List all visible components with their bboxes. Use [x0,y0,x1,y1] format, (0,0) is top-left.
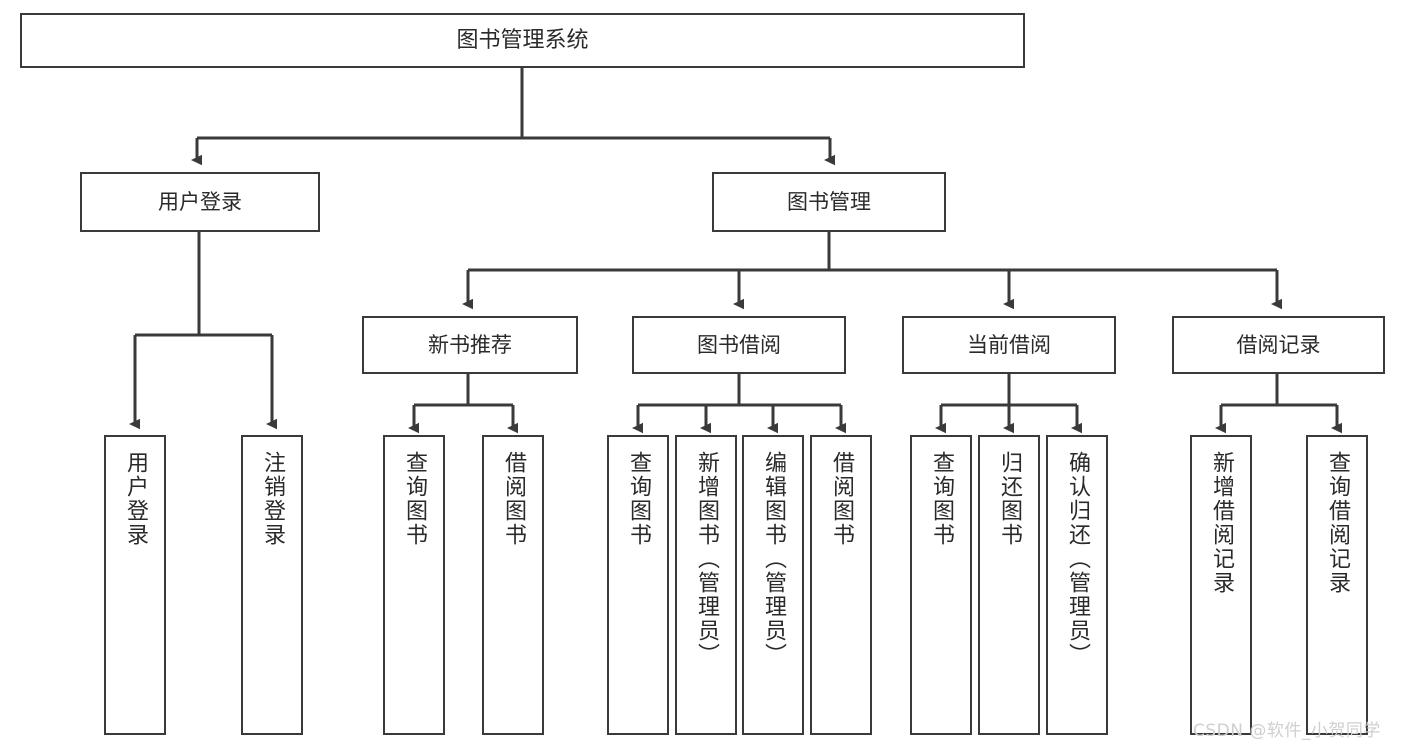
node-leaf-query-book-current[interactable]: 查询图书 [910,435,972,735]
node-label: 借阅记录 [1236,332,1321,357]
node-leaf-add-book-admin[interactable]: 新增图书（管理员） [675,435,737,735]
node-leaf-borrow-book[interactable]: 借阅图书 [810,435,872,735]
node-label: 编辑图书（管理员） [761,451,786,667]
node-label: 图书借阅 [697,332,781,357]
node-label: 借阅图书 [829,451,854,547]
node-label: 新书推荐 [428,332,512,357]
node-leaf-logout[interactable]: 注销登录 [241,435,303,735]
node-leaf-query-borrow-record[interactable]: 查询借阅记录 [1306,435,1368,735]
node-book-management[interactable]: 图书管理 [712,172,946,232]
node-leaf-add-borrow-record[interactable]: 新增借阅记录 [1190,435,1252,735]
node-new-book-recommend[interactable]: 新书推荐 [362,316,578,374]
node-label: 用户登录 [158,189,242,214]
node-root-book-management-system[interactable]: 图书管理系统 [20,13,1025,68]
node-borrow-record[interactable]: 借阅记录 [1172,316,1385,374]
node-label: 注销登录 [260,451,285,547]
node-leaf-query-book-newbook[interactable]: 查询图书 [383,435,445,735]
node-leaf-query-book-borrow[interactable]: 查询图书 [607,435,669,735]
node-label: 查询图书 [402,451,427,547]
node-label: 用户登录 [123,451,148,547]
node-label: 查询借阅记录 [1325,451,1350,595]
node-user-login[interactable]: 用户登录 [80,172,320,232]
node-label: 图书管理 [787,189,871,214]
node-leaf-confirm-return-admin[interactable]: 确认归还（管理员） [1046,435,1108,735]
node-label: 借阅图书 [501,451,526,547]
node-leaf-borrow-book-newbook[interactable]: 借阅图书 [482,435,544,735]
node-label: 查询图书 [929,451,954,547]
node-label: 确认归还（管理员） [1065,451,1090,667]
node-label: 查询图书 [626,451,651,547]
node-label: 图书管理系统 [456,27,589,53]
node-book-borrow[interactable]: 图书借阅 [632,316,846,374]
node-label: 当前借阅 [967,332,1051,357]
node-leaf-user-login[interactable]: 用户登录 [104,435,166,735]
node-label: 新增图书（管理员） [694,451,719,667]
node-current-borrow[interactable]: 当前借阅 [902,316,1116,374]
node-label: 归还图书 [997,451,1022,547]
node-leaf-return-book[interactable]: 归还图书 [978,435,1040,735]
node-label: 新增借阅记录 [1209,451,1234,595]
node-leaf-edit-book-admin[interactable]: 编辑图书（管理员） [742,435,804,735]
